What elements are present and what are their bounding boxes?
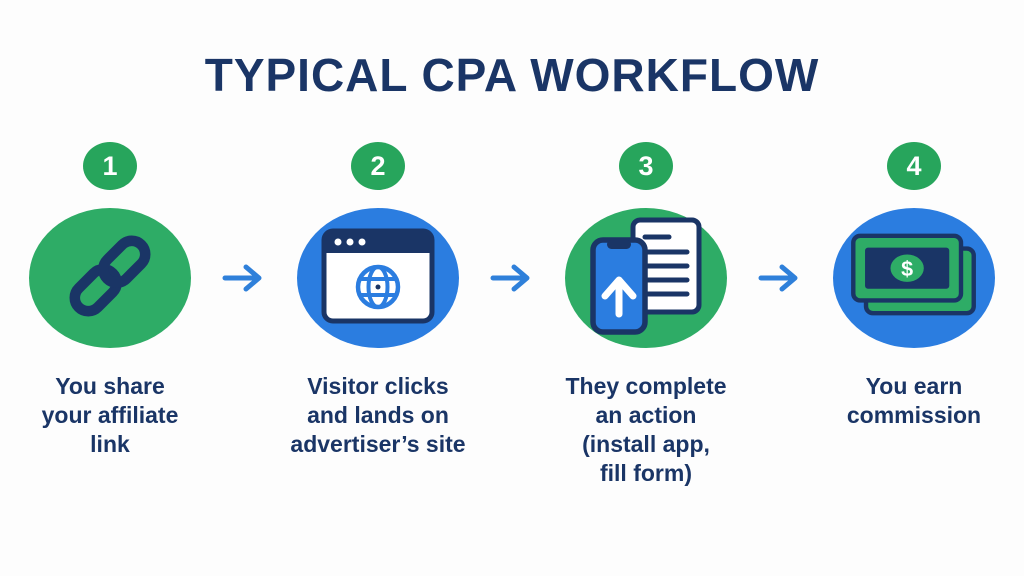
- money-bills-icon: $: [848, 229, 980, 328]
- step-1-circle: [29, 208, 191, 348]
- arrow-2: [488, 142, 536, 299]
- step-2-caption: Visitor clicks and lands on advertiser’s…: [290, 373, 466, 457]
- step-1: 1 You share your affiliate link: [0, 142, 220, 459]
- step-4: 4 $ You earn commission: [804, 142, 1024, 430]
- step-3-number-badge: 3: [619, 142, 673, 190]
- step-4-number-badge: 4: [887, 142, 941, 190]
- step-3: 3 They com: [536, 142, 756, 488]
- step-2-circle: [297, 208, 459, 348]
- arrow-3: [756, 142, 804, 299]
- phone-form-icon: [587, 216, 705, 341]
- svg-text:$: $: [901, 257, 913, 281]
- step-4-caption: You earn commission: [846, 373, 982, 428]
- step-2-number-badge: 2: [351, 142, 405, 190]
- step-4-circle: $: [833, 208, 995, 348]
- chain-link-icon: [60, 226, 160, 331]
- steps-row: 1 You share your affiliate link: [0, 142, 1024, 488]
- step-1-number-badge: 1: [83, 142, 137, 190]
- browser-globe-icon: [321, 228, 435, 329]
- step-3-caption: They complete an action (install app, fi…: [565, 373, 727, 486]
- arrow-right-icon: [222, 262, 266, 299]
- step-1-caption: You share your affiliate link: [41, 373, 179, 457]
- step-3-circle: [565, 208, 727, 348]
- arrow-1: [220, 142, 268, 299]
- step-2: 2: [268, 142, 488, 459]
- arrow-right-icon: [490, 262, 534, 299]
- arrow-right-icon: [758, 262, 802, 299]
- page-title: TYPICAL CPA WORKFLOW: [204, 49, 820, 101]
